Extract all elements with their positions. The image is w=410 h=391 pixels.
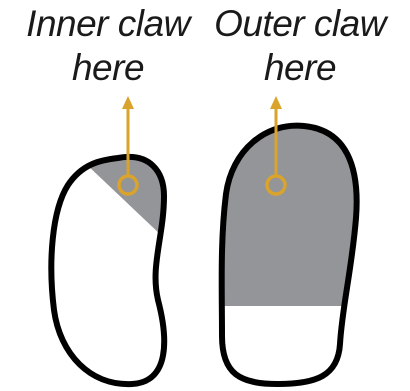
- inner-claw: [51, 150, 170, 384]
- outer-arrow-head-icon: [270, 96, 282, 109]
- inner-arrow-head-icon: [122, 96, 134, 109]
- outer-claw: [210, 110, 370, 384]
